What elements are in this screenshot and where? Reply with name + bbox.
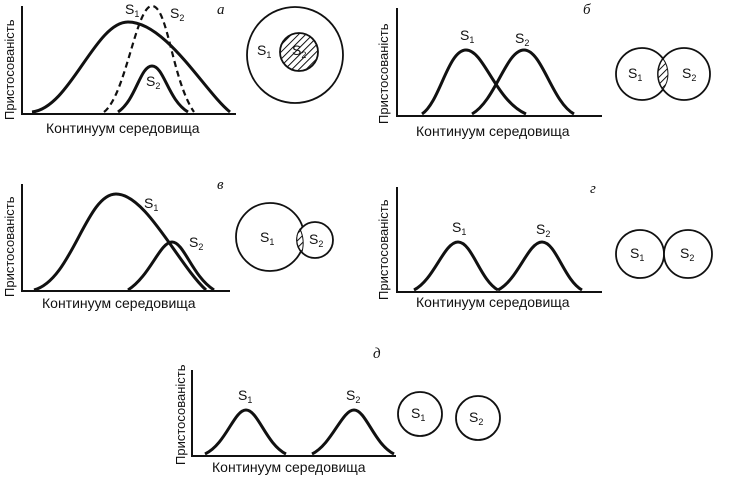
panel-d-x-axis-label: Континуум середовища	[212, 459, 366, 475]
panel-b-curve-s1	[421, 48, 527, 116]
panel-b-x-axis-label: Континуум середовища	[416, 123, 570, 139]
panel-a-letter: а	[217, 2, 225, 18]
panel-g-s1-curve-label: S1	[452, 219, 466, 237]
panel-v-x-axis-label: Континуум середовища	[42, 295, 196, 311]
panel-g-curve-s1	[413, 240, 499, 292]
panel-b-letter: б	[583, 2, 591, 18]
panel-g-curve-s2	[497, 240, 583, 292]
panel-a-curve-s1	[31, 20, 231, 114]
panel-v-circle-s2-label: S2	[309, 231, 323, 249]
panel-v-circle-s1-label: S1	[260, 229, 274, 247]
panel-a-curve-s2-inner	[117, 64, 189, 114]
panel-b-s1-curve-label: S1	[460, 27, 474, 45]
panel-g-axes	[396, 187, 602, 293]
panel-b-s2-curve-label: S2	[515, 30, 529, 48]
panel-g-circle-s2	[663, 229, 713, 279]
panel-g-circle-s1-label: S1	[630, 245, 644, 263]
panel-d-circle-s1-label: S1	[411, 405, 425, 423]
panel-d: Пристосованість Континуум середовища д S…	[173, 346, 501, 475]
panel-b-y-axis-label: Пристосованість	[376, 23, 391, 124]
panel-d-axes	[191, 370, 396, 457]
panel-v-s1-curve-label: S1	[144, 195, 158, 213]
panel-g-y-axis-label: Пристосованість	[376, 199, 391, 300]
panel-g-x-axis-label: Континуум середовища	[416, 294, 570, 310]
panel-v-curve-s2	[127, 240, 215, 292]
panel-v: Пристосованість Континуум середовища в S…	[2, 177, 334, 311]
panel-v-y-axis-label: Пристосованість	[2, 196, 17, 297]
panel-b-circle-s2-label: S2	[682, 65, 696, 83]
panel-d-curve-s2	[311, 408, 395, 456]
panel-a-curve-s2-dashed	[103, 4, 195, 113]
panel-g-s2-curve-label: S2	[536, 221, 550, 239]
panel-g: Пристосованість Континуум середовища г S…	[376, 181, 713, 310]
panel-b-curve-s2	[471, 48, 575, 116]
panel-a-y-axis-label: Пристосованість	[2, 19, 17, 120]
panel-d-s2-curve-label: S2	[346, 387, 360, 405]
panel-v-axes	[21, 184, 230, 292]
panel-d-letter: д	[373, 346, 381, 362]
panel-d-circle-s2-label: S2	[469, 409, 483, 427]
panel-a-s1-curve-label: S1	[125, 1, 139, 19]
panel-b-overlap-hatched	[657, 57, 669, 91]
panel-v-letter: в	[217, 177, 224, 193]
panel-b-circle-s1-label: S1	[628, 65, 642, 83]
panel-a-circle-s2-hatched	[279, 32, 319, 72]
panel-a-s2-curve-label: S2	[170, 5, 184, 23]
panel-d-circle-s1	[397, 391, 443, 437]
panel-b-axes	[396, 8, 602, 117]
panel-d-y-axis-label: Пристосованість	[173, 364, 188, 465]
panel-b: Пристосованість Континуум середовища б S…	[376, 2, 711, 139]
panel-v-s2-curve-label: S2	[189, 234, 203, 252]
panel-a-circle-s1-label: S1	[257, 42, 271, 60]
panel-a-x-axis-label: Континуум середовища	[46, 120, 200, 136]
panel-v-overlap-hatched	[296, 227, 304, 253]
panel-g-letter: г	[590, 181, 596, 197]
panel-a-axes	[21, 6, 236, 115]
panel-d-circle-s2	[455, 395, 501, 441]
panel-d-s1-curve-label: S1	[238, 387, 252, 405]
panel-a: Пристосованість Континуум середовища а S…	[2, 1, 344, 136]
panel-g-circle-s2-label: S2	[680, 245, 694, 263]
panel-a-s2-inner-label: S2	[146, 73, 160, 91]
panel-a-circle-s2-label: S2	[292, 42, 306, 60]
panel-d-curve-s1	[204, 408, 287, 456]
panel-v-curve-s1	[33, 192, 208, 292]
